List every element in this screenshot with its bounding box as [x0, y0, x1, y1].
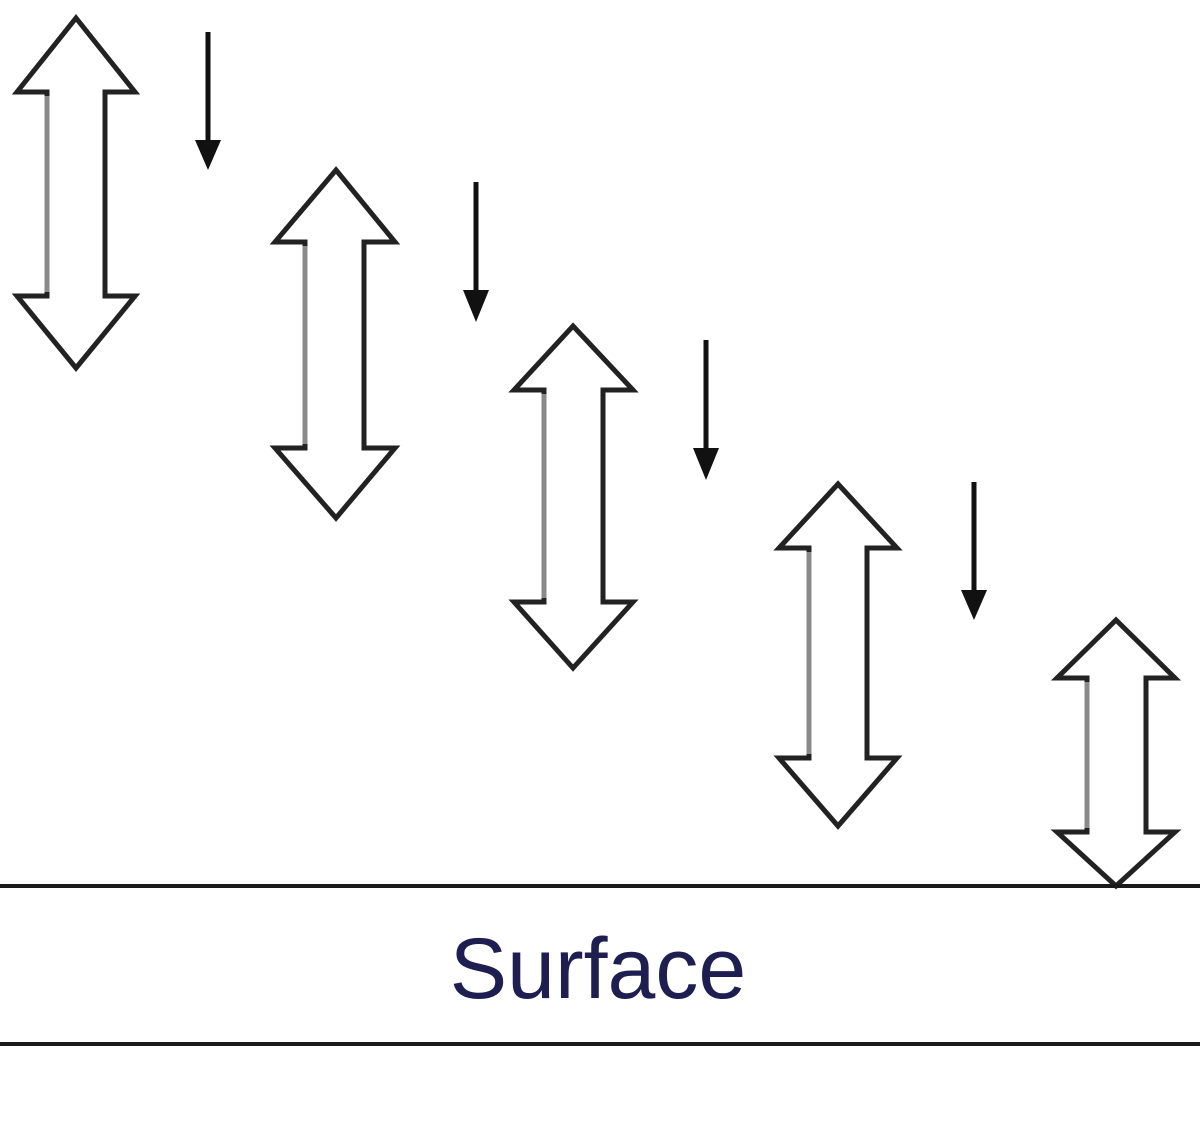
down-arrow-1 — [195, 32, 221, 170]
double-arrow-5 — [1050, 616, 1182, 890]
down-arrow-4 — [961, 482, 987, 620]
double-arrow-3 — [508, 322, 639, 672]
down-arrow-3 — [693, 340, 719, 480]
down-arrow-2 — [463, 182, 489, 322]
surface-label: Surface — [450, 921, 746, 1017]
double-arrow-4 — [773, 480, 903, 830]
double-arrow-1 — [11, 13, 141, 372]
double-arrow-2 — [269, 166, 401, 522]
